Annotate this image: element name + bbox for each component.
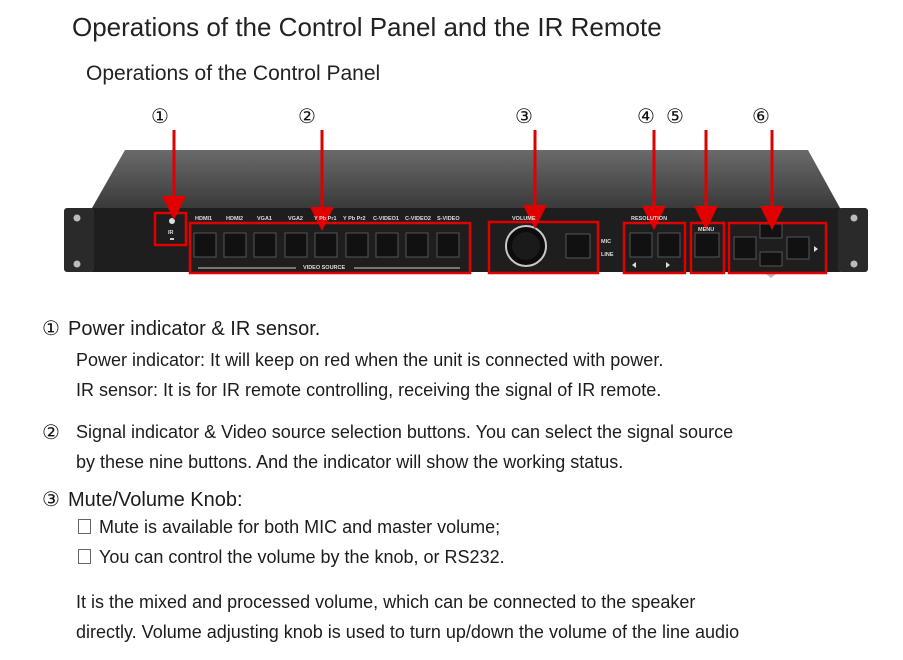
callout-2: ② [298,104,316,128]
item-1-line-2: IR sensor: It is for IR remote controlli… [76,380,662,400]
item-3-heading: Mute/Volume Knob: [68,489,243,511]
power-indicator [169,218,175,224]
item-3-bullet-1: Mute is available for both MIC and maste… [78,517,500,538]
chassis-top [92,150,840,208]
label-ypbpr1: Y Pb Pr1 [314,216,337,222]
item-1-line-1: Power indicator: It will keep on red whe… [76,350,664,370]
label-ypbpr2: Y Pb Pr2 [343,216,366,222]
label-video-source: VIDEO SOURCE [303,265,346,271]
item-1-heading: Power indicator & IR sensor. [68,318,321,340]
rack-ear-right [838,208,868,272]
label-volume: VOLUME [512,216,536,222]
rack-ear-left [64,208,94,272]
page-title: Operations of the Control Panel and the … [72,12,662,42]
callout-3: ③ [515,104,533,128]
label-svideo: S-VIDEO [437,216,460,222]
label-ir: IR [168,230,174,236]
item-1-marker: ① [42,316,60,340]
checkbox-bullet-icon [78,519,91,534]
callout-1: ① [151,104,169,128]
item-3-bullet-1-text: Mute is available for both MIC and maste… [99,517,501,537]
item-3-bullet-2-text: You can control the volume by the knob, … [99,547,505,567]
callout-6: ⑥ [752,104,770,128]
item-2-line-2: by these nine buttons. And the indicator… [76,452,624,472]
label-mic: MIC [601,239,612,245]
label-cvideo1: C-VIDEO1 [373,216,399,222]
item-3-line-1: It is the mixed and processed volume, wh… [76,592,696,612]
label-resolution: RESOLUTION [631,216,668,222]
item-2-marker: ② [42,420,60,444]
label-vga2: VGA2 [288,216,303,222]
label-menu: MENU [698,227,715,233]
section-subtitle: Operations of the Control Panel [86,62,381,85]
label-vga1: VGA1 [257,216,272,222]
item-2-line-1: Signal indicator & Video source selectio… [76,422,734,442]
label-hdmi2: HDMI2 [226,216,244,222]
control-panel-image [64,130,868,278]
source-buttons [193,232,460,258]
label-hdmi1: HDMI1 [195,216,213,222]
item-3-bullet-2: You can control the volume by the knob, … [78,547,505,568]
label-line: LINE [601,252,614,258]
checkbox-bullet-icon [78,549,91,564]
callout-4: ④ [637,104,655,128]
item-3-marker: ③ [42,487,60,511]
label-cvideo2: C-VIDEO2 [405,216,431,222]
item-3-line-2: directly. Volume adjusting knob is used … [76,622,740,642]
callout-5: ⑤ [666,104,684,128]
